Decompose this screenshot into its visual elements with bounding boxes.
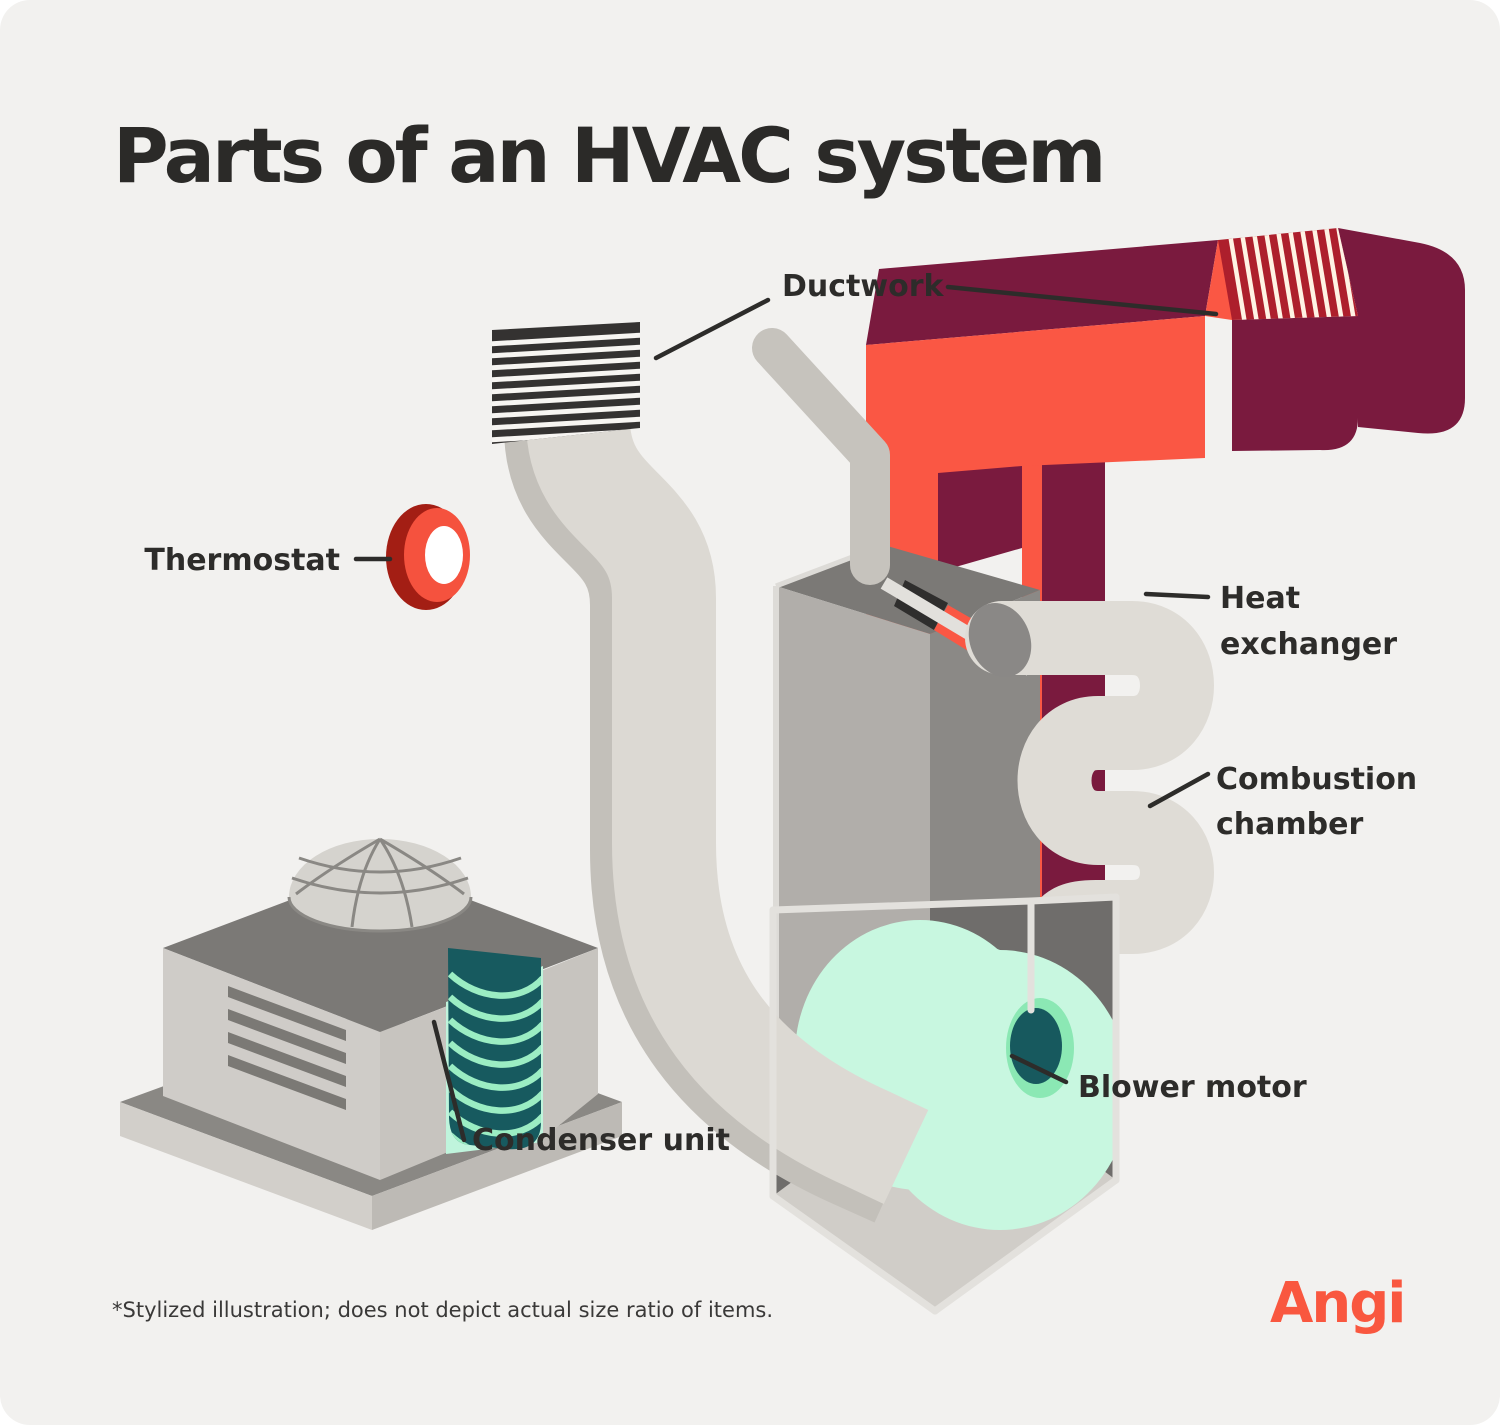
condenser-louvers	[228, 986, 346, 1110]
supply-duct-underside	[938, 460, 1022, 572]
label-combustion-line1: Combustion	[1216, 762, 1417, 797]
condenser-base-left	[120, 1102, 372, 1230]
footnote: *Stylized illustration; does not depict …	[112, 1298, 773, 1322]
label-combustion-line2: chamber	[1216, 807, 1363, 842]
condenser-right-face-b	[541, 948, 598, 1140]
heat-exchanger-leader	[1143, 591, 1211, 600]
thermostat-illustration	[386, 504, 470, 610]
condenser-unit-illustration	[120, 837, 622, 1230]
register-stripes	[492, 332, 640, 443]
angi-logo: Angi	[1270, 1271, 1405, 1336]
vent-striped-top	[1218, 228, 1358, 320]
vent-front-face	[1232, 316, 1358, 451]
condenser-top-face	[163, 866, 598, 1032]
label-thermostat: Thermostat	[144, 543, 340, 578]
ductwork-leader-left	[653, 297, 771, 361]
ductwork-leader-right	[945, 284, 1219, 317]
return-duct-body	[526, 417, 929, 1204]
blower-box-frame	[769, 893, 1120, 1315]
condenser-right-face-a	[380, 1006, 448, 1180]
combustion-leader	[1147, 771, 1211, 809]
flue-pipe-illustration	[752, 328, 890, 585]
label-heat-exchanger-line2: exchanger	[1220, 627, 1397, 662]
leader-lines	[353, 284, 1219, 1143]
vent-right-slab	[1338, 228, 1465, 434]
label-blower-motor: Blower motor	[1078, 1070, 1307, 1105]
condenser-base-right	[372, 1102, 622, 1230]
register-illustration	[492, 322, 640, 444]
heat-exchanger-tube-opening	[968, 603, 1032, 677]
label-condenser-unit: Condenser unit	[472, 1123, 730, 1158]
blower-hub-center	[1010, 1008, 1062, 1084]
condenser-coil	[448, 948, 541, 1150]
condenser-leader	[431, 1019, 467, 1143]
thermostat-dial	[425, 526, 463, 584]
label-heat-exchanger-line1: Heat	[1220, 581, 1300, 616]
supply-duct-front-face	[866, 316, 1205, 640]
page-title: Parts of an HVAC system	[113, 111, 1103, 200]
condenser-fan-dome	[287, 837, 473, 933]
condenser-front-face	[163, 948, 380, 1180]
supply-duct-top-face	[866, 240, 1218, 345]
label-ductwork: Ductwork	[782, 269, 945, 304]
blower-leader	[1009, 1053, 1069, 1085]
